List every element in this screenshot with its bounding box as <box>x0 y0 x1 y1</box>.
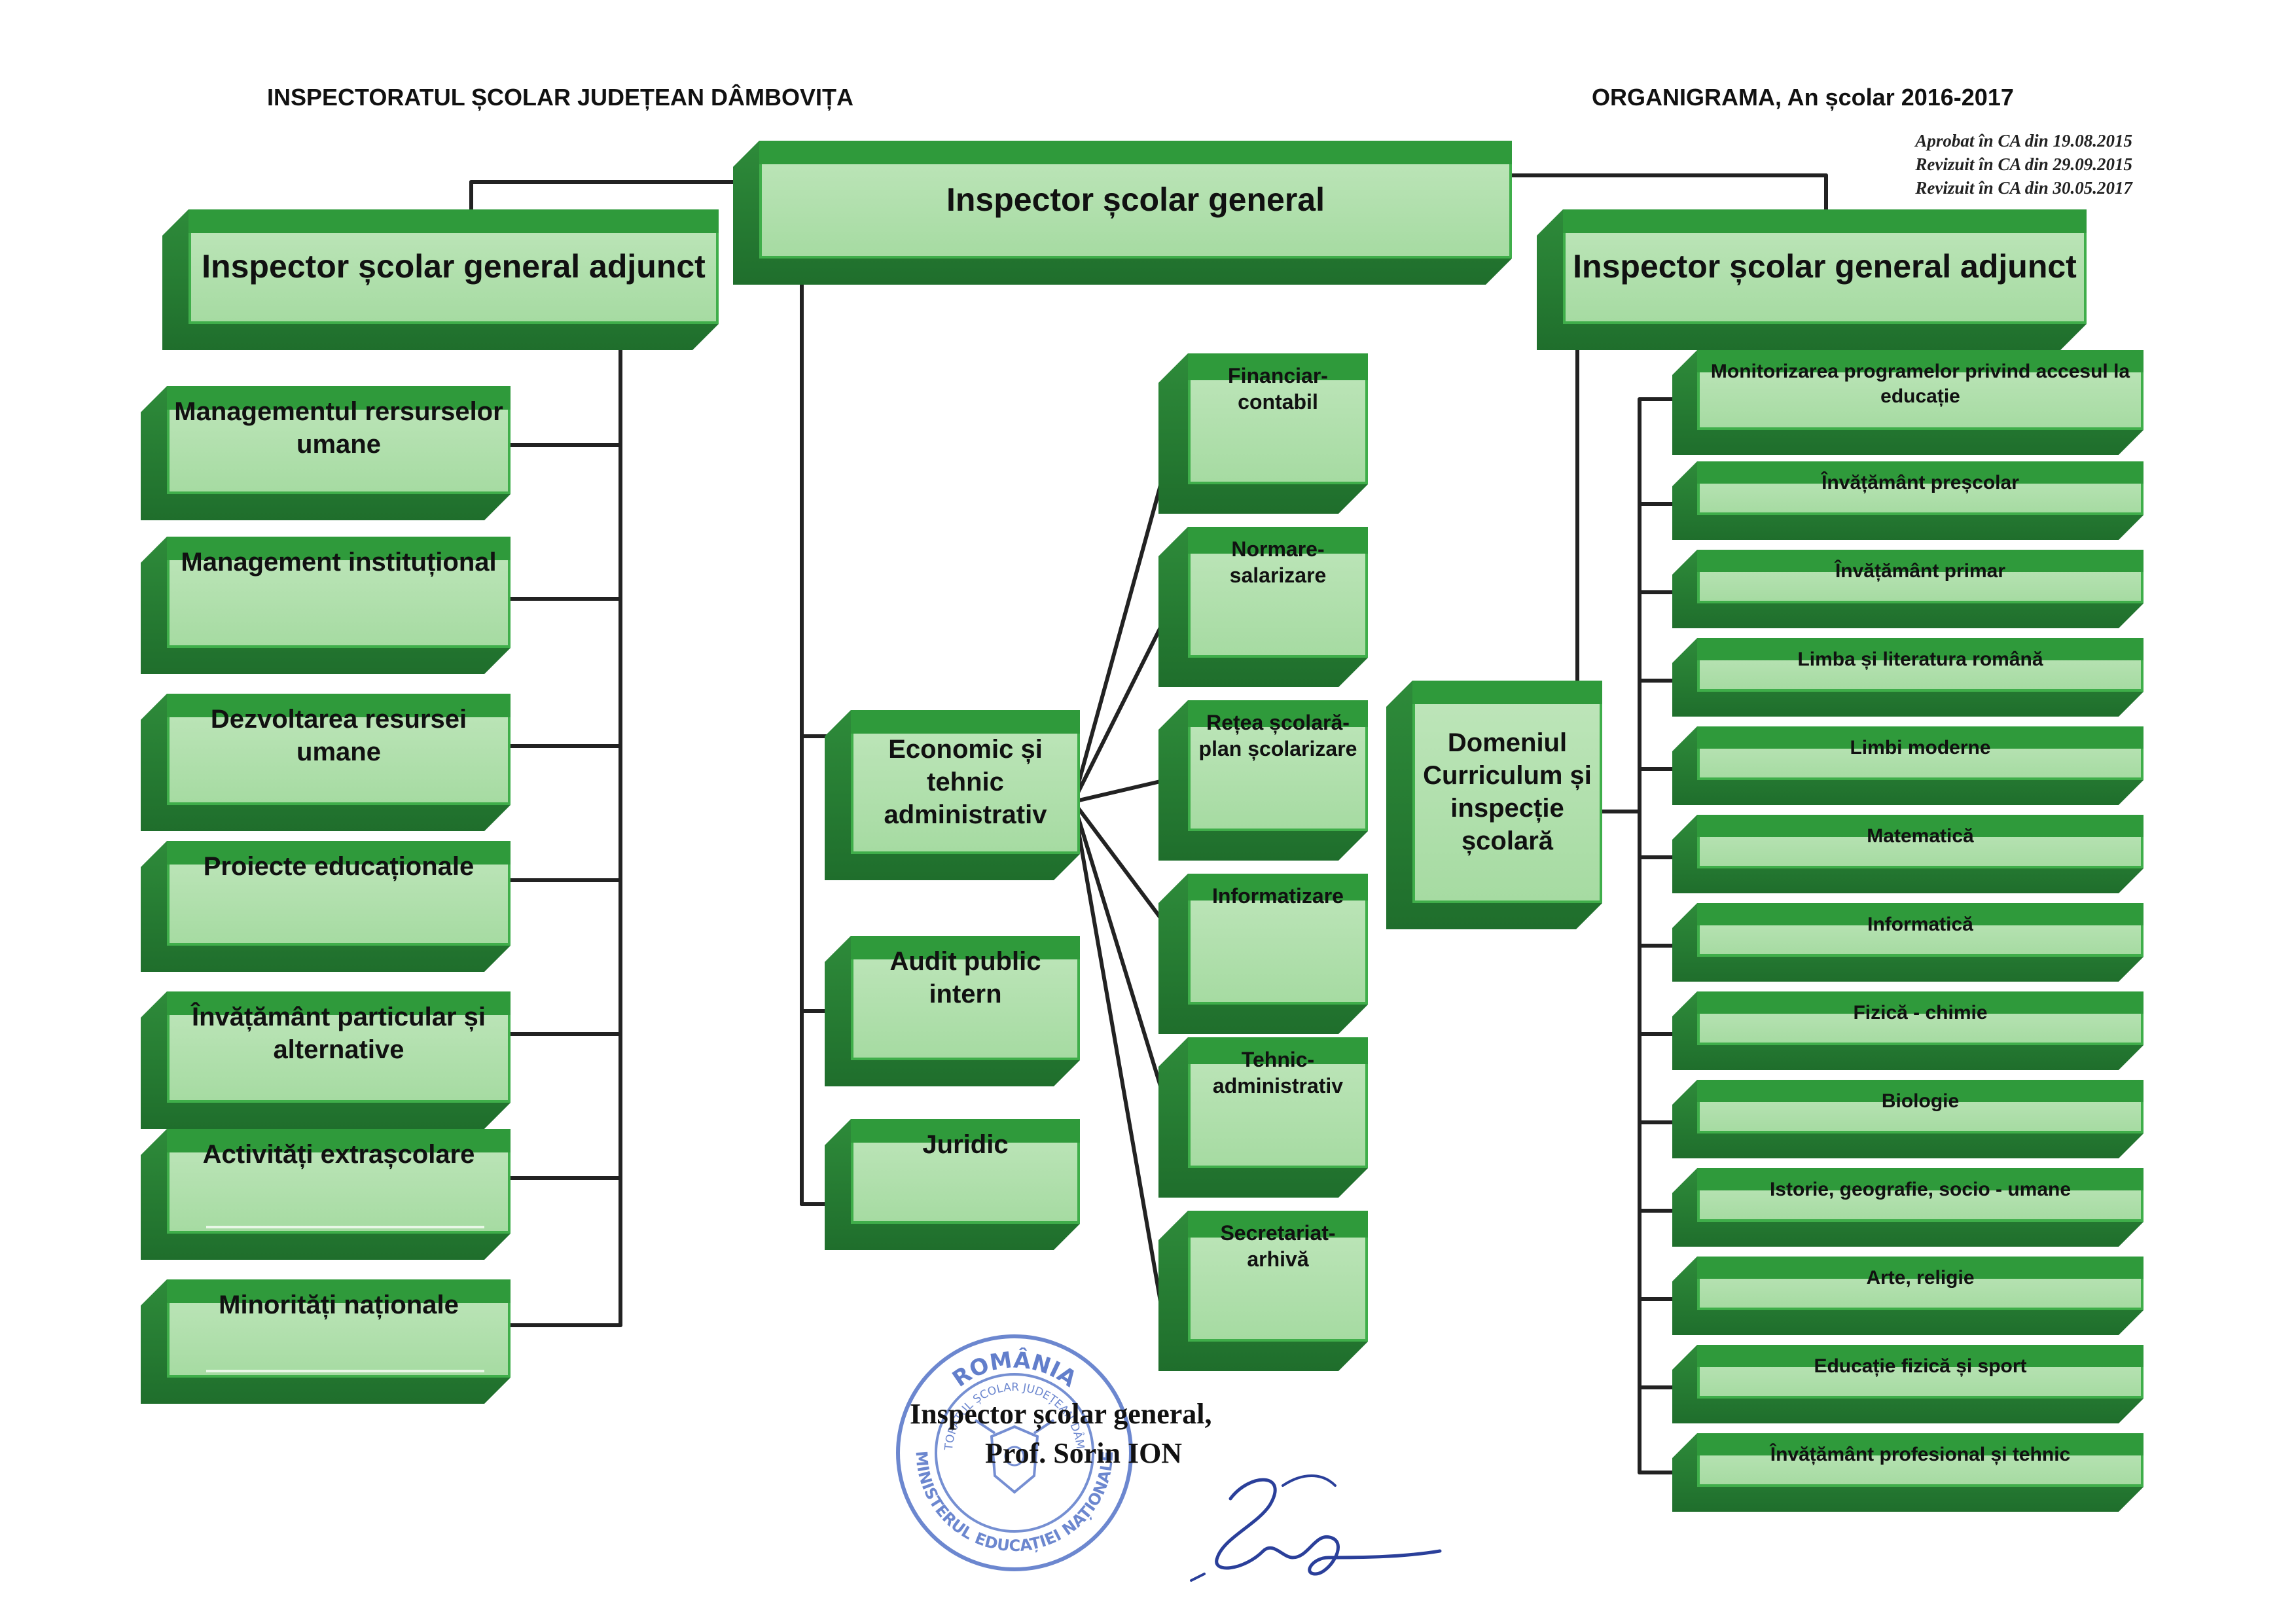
signature-name: Prof. Sorin ION <box>985 1437 1183 1469</box>
curriculum-area-box: Limba și literatura română <box>1672 638 2144 717</box>
box-underline <box>206 1370 484 1372</box>
box-label: Informatizare <box>1212 884 1344 908</box>
curriculum-area-box: Învățământ preșcolar <box>1672 461 2144 540</box>
box-underline <box>206 1226 484 1228</box>
connector-economic-fan <box>1071 800 1174 1124</box>
revision-note: Revizuit în CA din 30.05.2017 <box>1915 178 2132 198</box>
box-label: Învățământ preșcolar <box>1821 472 2019 493</box>
box-label: Rețea școlară-plan școlarizare <box>1198 711 1357 760</box>
box-label: Educație fizică și sport <box>1814 1355 2027 1377</box>
box-label: Istorie, geografie, socio - umane <box>1769 1179 2072 1200</box>
curriculum-area-box: Învățământ profesional și tehnic <box>1672 1433 2144 1512</box>
box-label: Dezvoltarea resursei umane <box>210 705 467 766</box>
box-label: Management instituțional <box>181 548 497 577</box>
box-label: Matematică <box>1867 825 1974 847</box>
coat-of-arms-icon <box>974 1419 1055 1494</box>
official-seal-stamp: ROMÂNIA INSPECTORATUL ȘCOLAR JUDEȚEAN DÂ… <box>890 1329 1133 1571</box>
stamp-text-inner: INSPECTORATUL ȘCOLAR JUDEȚEAN DÂMBOVIȚA <box>890 1329 1086 1452</box>
box-label: Domeniul Curriculum și inspecție școlară <box>1423 728 1592 855</box>
box-label: Activități extrașcolare <box>202 1140 475 1169</box>
box-label: Minorități naționale <box>219 1291 459 1319</box>
box-label: Secretariat-arhivă <box>1220 1221 1336 1271</box>
left-unit-box: Minorități naționale <box>141 1279 511 1404</box>
box-label: Inspector școlar general <box>946 181 1325 218</box>
connector-economic-fan <box>1071 443 1174 804</box>
revision-note: Revizuit în CA din 29.09.2015 <box>1915 154 2132 174</box>
box-label: Învățământ primar <box>1835 560 2006 582</box>
connector-economic-fan <box>1071 777 1174 804</box>
curriculum-area-box: Biologie <box>1672 1080 2144 1158</box>
connector-economic-fan <box>1071 603 1174 804</box>
svg-text:INSPECTORATUL ȘCOLAR JUDEȚEAN: INSPECTORATUL ȘCOLAR JUDEȚEAN DÂMBOVIȚA <box>890 1329 1086 1452</box>
box-label: Informatică <box>1867 914 1973 935</box>
handwritten-signature <box>1190 1474 1442 1582</box>
document-title: ORGANIGRAMA, An școlar 2016-2017 <box>1592 84 2014 111</box>
box-label: Inspector școlar general adjunct <box>1573 248 2077 285</box>
center-unit-box: Economic și tehnic administrativ <box>825 710 1080 880</box>
signature-title: Inspector școlar general, <box>910 1398 1212 1430</box>
curriculum-area-box: Informatică <box>1672 903 2144 982</box>
box-label: Învățământ profesional și tehnic <box>1770 1444 2071 1465</box>
institution-name: INSPECTORATUL ȘCOLAR JUDEȚEAN DÂMBOVIȚA <box>267 84 854 111</box>
economic-subunit-box: Normare-salarizare <box>1158 527 1368 687</box>
box-label: Normare-salarizare <box>1229 537 1327 587</box>
center-unit-box: Juridic <box>825 1119 1080 1250</box>
approval-note: Aprobat în CA din 19.08.2015 <box>1915 131 2132 151</box>
curriculum-box: Domeniul Curriculum și inspecție școlară <box>1386 681 1602 929</box>
top-inspector-box: Inspector școlar general <box>733 141 1512 285</box>
curriculum-area-box: Educație fizică și sport <box>1672 1345 2144 1423</box>
box-label: Învățământ particular și alternative <box>191 1003 486 1064</box>
box-label: Biologie <box>1881 1090 1960 1112</box>
economic-subunit-box: Secretariat-arhivă <box>1158 1211 1368 1371</box>
left-unit-box: Management instituțional <box>141 537 511 674</box>
box-label: Audit public intern <box>889 947 1041 1008</box>
curriculum-area-box: Matematică <box>1672 815 2144 893</box>
box-label: Managementul rersurselor umane <box>174 397 503 459</box>
economic-subunit-box: Rețea școlară-plan școlarizare <box>1158 700 1368 861</box>
left-unit-box: Dezvoltarea resursei umane <box>141 694 511 831</box>
box-label: Fizică - chimie <box>1853 1002 1988 1024</box>
left-unit-box: Activități extrașcolare <box>141 1129 511 1260</box>
left-unit-box: Proiecte educaționale <box>141 841 511 972</box>
left-deputy-box: Inspector școlar general adjunct <box>162 209 719 350</box>
curriculum-area-box: Monitorizarea programelor privind accesu… <box>1672 350 2144 455</box>
economic-subunit-box: Financiar-contabil <box>1158 353 1368 514</box>
connector-economic-fan <box>1071 800 1164 1311</box>
curriculum-area-box: Limbi moderne <box>1672 726 2144 805</box>
box-label: Limbi moderne <box>1850 737 1991 758</box>
connector-economic-fan <box>1071 800 1174 935</box>
box-label: Inspector școlar general adjunct <box>202 248 706 285</box>
box-label: Tehnic-administrativ <box>1212 1048 1344 1097</box>
left-unit-box: Managementul rersurselor umane <box>141 386 511 520</box>
box-label: Proiecte educaționale <box>203 852 475 881</box>
box-label: Limba și literatura română <box>1797 649 2043 670</box>
economic-subunit-box: Tehnic-administrativ <box>1158 1037 1368 1198</box>
curriculum-area-box: Arte, religie <box>1672 1257 2144 1335</box>
curriculum-area-box: Fizică - chimie <box>1672 991 2144 1070</box>
right-deputy-box: Inspector școlar general adjunct <box>1537 209 2087 350</box>
box-label: Monitorizarea programelor privind accesu… <box>1710 361 2130 407</box>
curriculum-area-box: Învățământ primar <box>1672 550 2144 628</box>
box-label: Juridic <box>922 1130 1009 1159</box>
box-label: Economic și tehnic administrativ <box>884 735 1047 829</box>
box-label: Arte, religie <box>1866 1267 1975 1289</box>
left-unit-box: Învățământ particular și alternative <box>141 991 511 1129</box>
box-label: Financiar-contabil <box>1228 364 1328 414</box>
economic-subunit-box: Informatizare <box>1158 874 1368 1034</box>
center-unit-box: Audit public intern <box>825 936 1080 1086</box>
curriculum-area-box: Istorie, geografie, socio - umane <box>1672 1168 2144 1247</box>
